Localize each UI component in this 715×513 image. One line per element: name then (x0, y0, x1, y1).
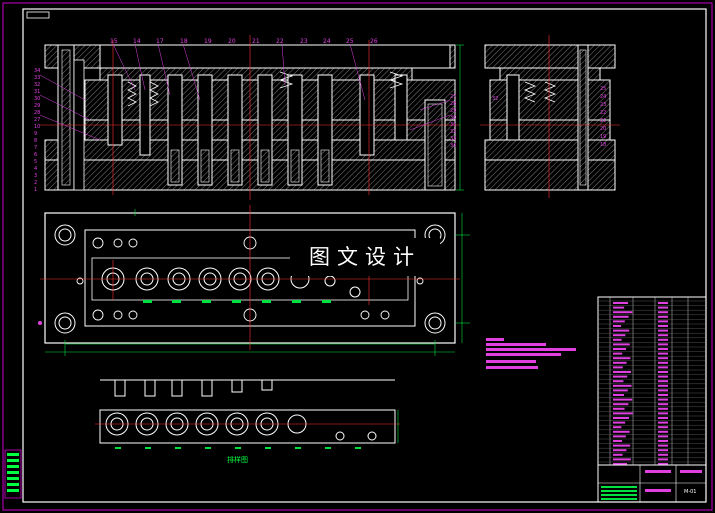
technical-requirements (486, 338, 576, 369)
svg-text:19: 19 (600, 134, 606, 140)
callout-top: 14 (133, 38, 141, 45)
left-callout-labels: 34 33 32 31 30 29 28 27 10 9 8 7 6 5 4 3… (34, 68, 40, 193)
svg-text:31: 31 (450, 122, 456, 128)
svg-text:6: 6 (34, 152, 37, 158)
callout-top: 26 (370, 38, 378, 45)
svg-text:20: 20 (600, 126, 606, 132)
svg-text:10: 10 (34, 124, 40, 130)
svg-text:33: 33 (450, 136, 456, 142)
title-block (597, 464, 707, 503)
callout-top: 15 (110, 38, 118, 45)
plan-view (38, 205, 470, 356)
svg-text:29: 29 (450, 108, 456, 114)
svg-text:25: 25 (600, 86, 606, 92)
svg-text:32: 32 (492, 96, 498, 102)
callout-top: 21 (252, 38, 260, 45)
front-section-view (39, 35, 464, 200)
strip-layout-label: 排样图 (227, 456, 248, 464)
svg-text:1: 1 (34, 187, 37, 193)
svg-text:31: 31 (34, 89, 40, 95)
svg-text:32: 32 (450, 129, 456, 135)
svg-text:3: 3 (34, 173, 37, 179)
svg-text:7: 7 (34, 145, 37, 151)
drawing-number: M-01 (684, 489, 697, 495)
right-callout-labels: 27 28 29 30 31 32 33 34 (450, 94, 456, 149)
svg-text:23: 23 (600, 102, 606, 108)
side-section-view (480, 35, 620, 198)
svg-text:5: 5 (34, 159, 37, 165)
svg-text:32: 32 (34, 82, 40, 88)
callout-top: 20 (228, 38, 236, 45)
svg-text:27: 27 (450, 94, 456, 100)
svg-text:22: 22 (600, 110, 606, 116)
callout-top: 25 (346, 38, 354, 45)
corner-tag (26, 11, 50, 19)
svg-text:24: 24 (600, 94, 606, 100)
svg-text:18: 18 (600, 142, 606, 148)
svg-text:34: 34 (34, 68, 40, 74)
svg-text:9: 9 (34, 131, 37, 137)
callout-top: 23 (300, 38, 308, 45)
left-margin-block (4, 449, 22, 499)
svg-text:27: 27 (34, 117, 40, 123)
top-callout-labels: 15 14 17 18 19 20 21 22 23 24 25 26 (110, 38, 378, 45)
svg-text:2: 2 (34, 180, 37, 186)
inner-border (22, 8, 707, 503)
svg-text:30: 30 (450, 115, 456, 121)
callout-top: 19 (204, 38, 212, 45)
watermark-text: 图文设计 (290, 238, 440, 276)
callout-top: 22 (276, 38, 284, 45)
strip-layout (95, 379, 400, 449)
svg-text:8: 8 (34, 138, 37, 144)
parts-list (597, 296, 707, 466)
svg-text:30: 30 (34, 96, 40, 102)
svg-text:33: 33 (34, 75, 40, 81)
svg-text:21: 21 (600, 118, 606, 124)
svg-text:4: 4 (34, 166, 37, 172)
svg-text:34: 34 (450, 143, 456, 149)
callout-top: 17 (156, 38, 164, 45)
callout-top: 18 (180, 38, 188, 45)
svg-text:28: 28 (450, 101, 456, 107)
side-view-callouts: 32 25 24 23 22 21 20 19 18 (492, 86, 606, 148)
svg-text:28: 28 (34, 110, 40, 116)
svg-text:29: 29 (34, 103, 40, 109)
callout-top: 24 (323, 38, 331, 45)
